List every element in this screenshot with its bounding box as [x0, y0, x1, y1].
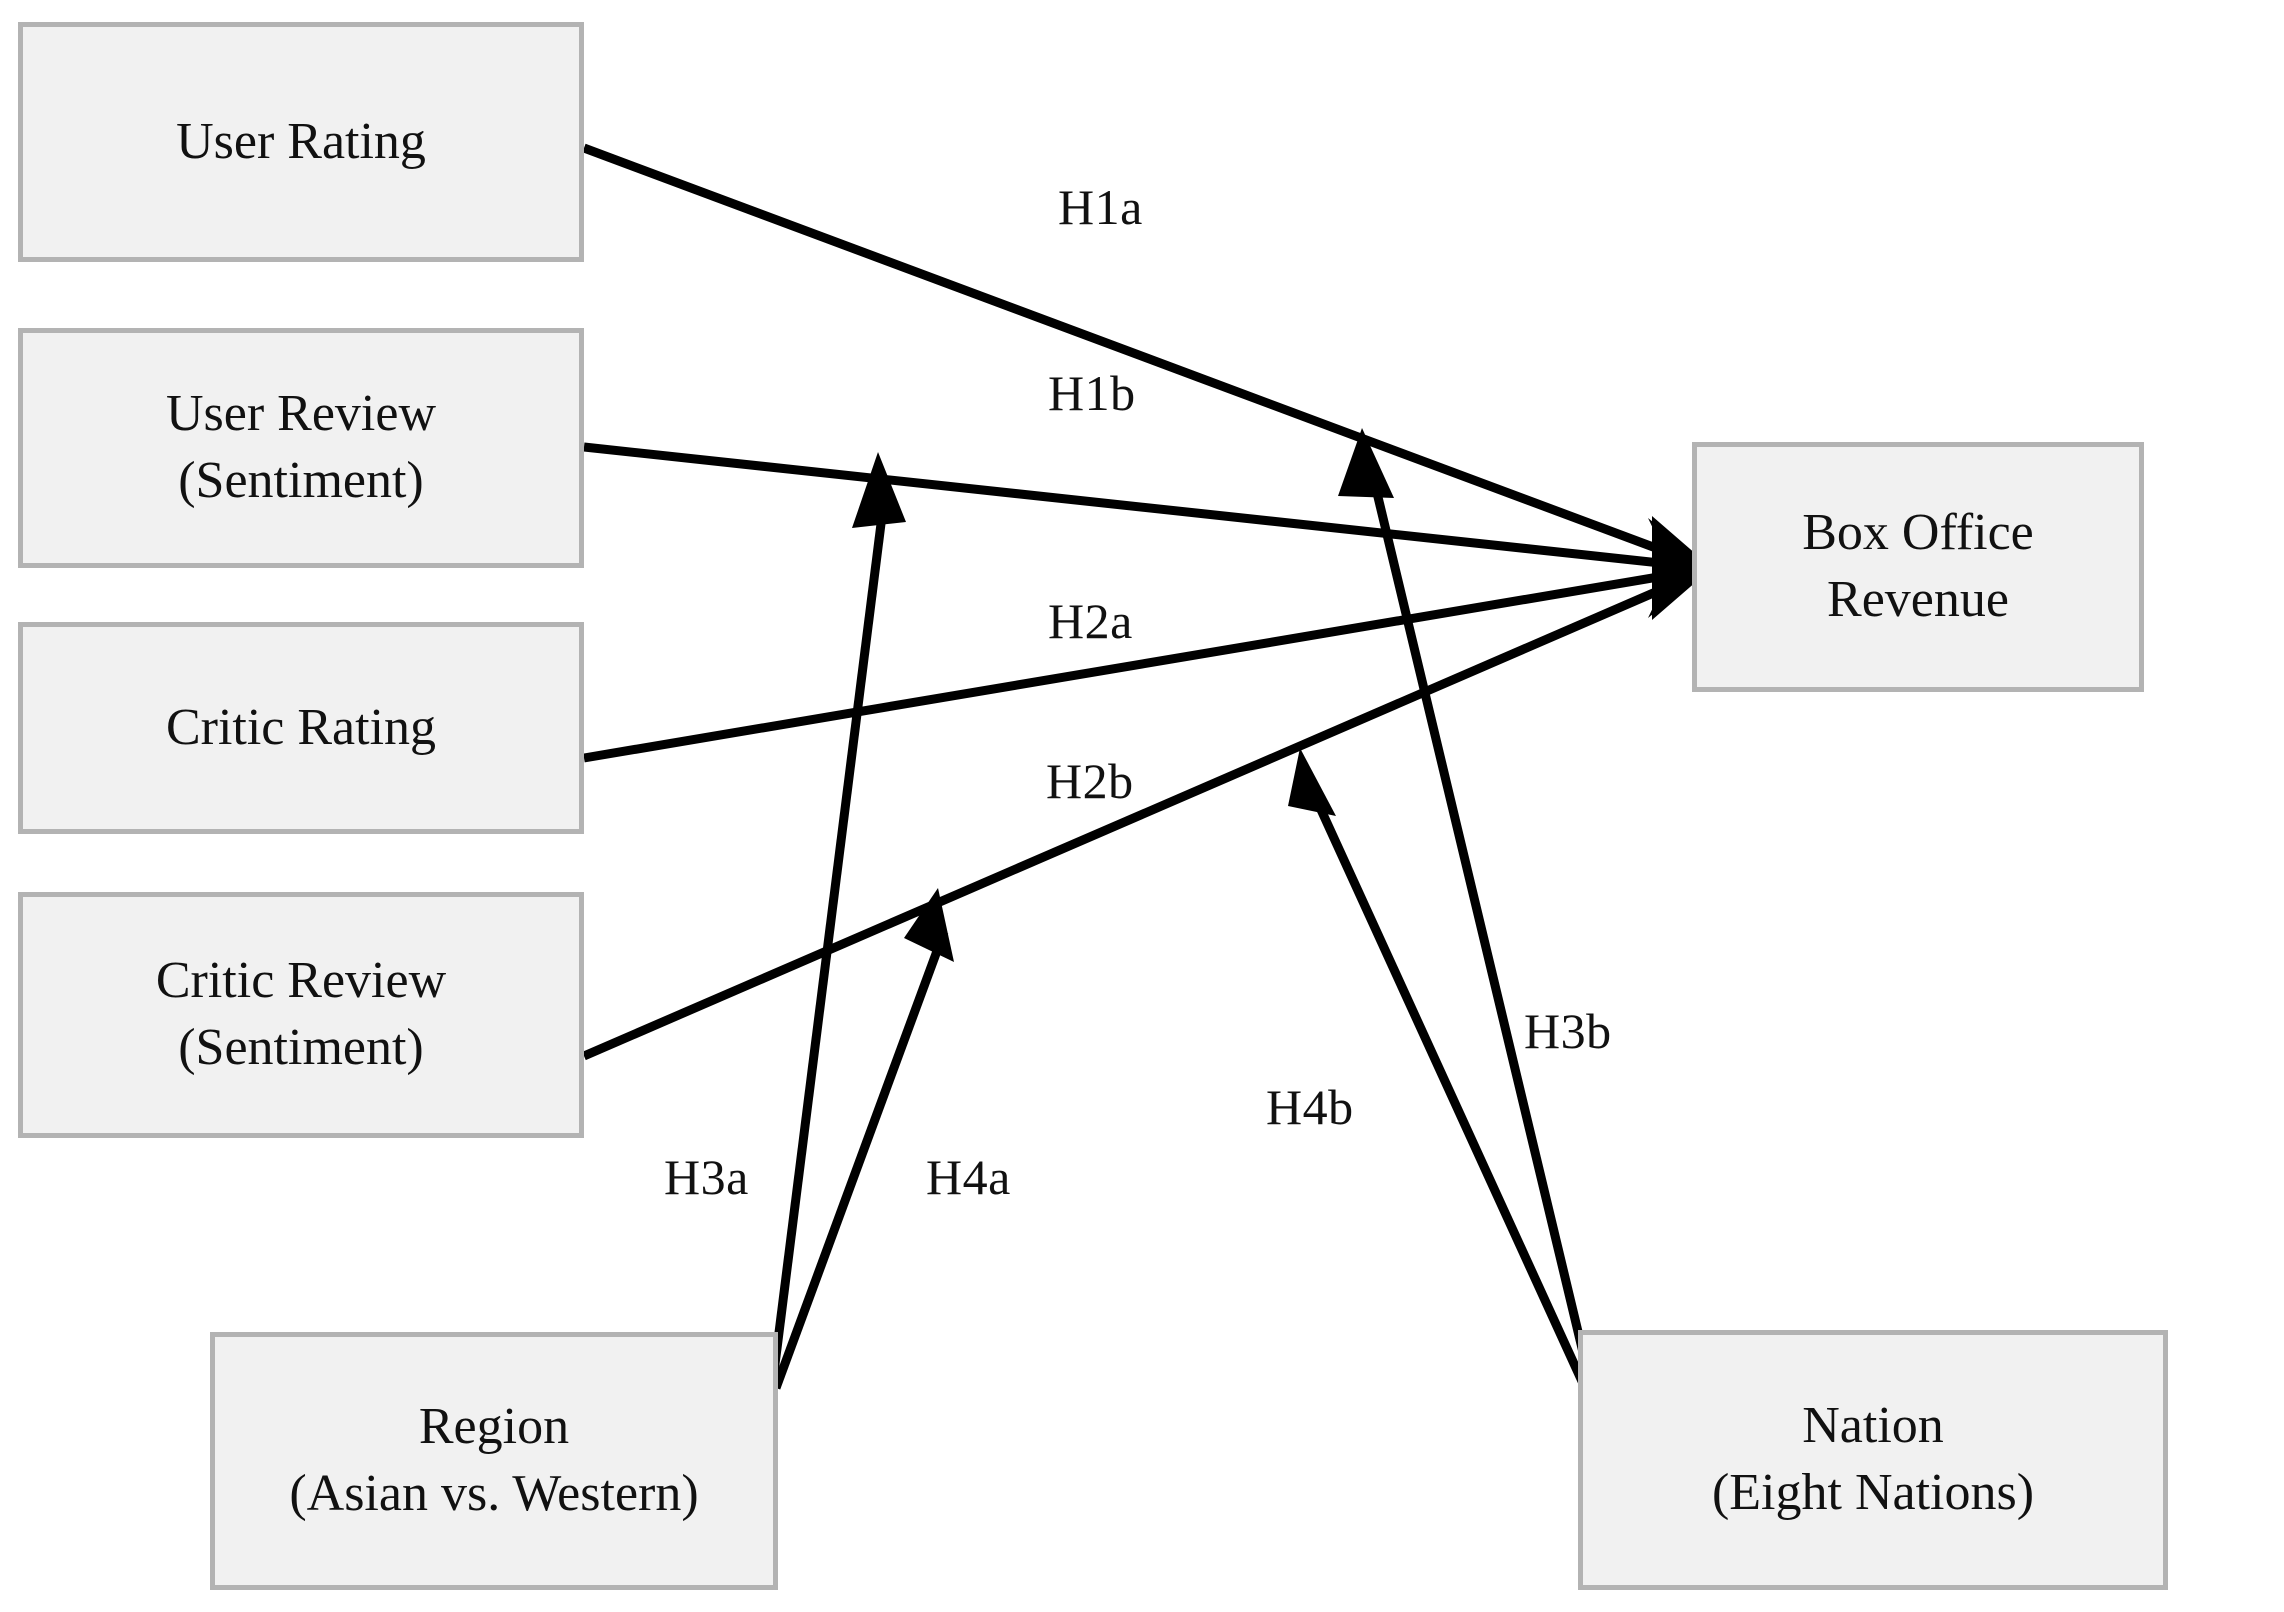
edge-label-h3a: H3a	[664, 1149, 749, 1205]
node-box-office-revenue-label: Box Office Revenue	[1802, 504, 2034, 628]
edge-h2b	[582, 573, 1690, 1061]
node-user-rating-label: User Rating	[176, 112, 426, 170]
node-critic-review: Critic Review (Sentiment)	[18, 892, 584, 1138]
edge-label-h4b: H4b	[1266, 1079, 1354, 1135]
node-box-office-revenue: Box Office Revenue	[1692, 442, 2144, 692]
node-nation-label: Nation (Eight Nations)	[1711, 1397, 2035, 1521]
node-region-label: Region (Asian vs. Western)	[289, 1398, 699, 1522]
node-region: Region (Asian vs. Western)	[210, 1332, 778, 1590]
edge-label-h1a: H1a	[1058, 179, 1143, 235]
node-user-rating: User Rating	[18, 22, 584, 262]
node-nation: Nation (Eight Nations)	[1578, 1330, 2168, 1590]
edge-h1b	[583, 442, 1689, 571]
node-user-review: User Review (Sentiment)	[18, 328, 584, 568]
node-critic-rating-label: Critic Rating	[165, 698, 437, 756]
edge-h3b	[1338, 428, 1597, 1392]
edge-h2a	[583, 567, 1689, 763]
node-critic-rating: Critic Rating	[18, 622, 584, 834]
edge-label-h2a: H2a	[1048, 593, 1133, 649]
edge-h4a	[771, 888, 954, 1390]
edge-label-h2b: H2b	[1046, 753, 1134, 809]
edge-label-h4a: H4a	[926, 1149, 1011, 1205]
edge-label-h1b: H1b	[1048, 365, 1136, 421]
edge-label-h3b: H3b	[1524, 1003, 1612, 1059]
edge-h3a	[767, 452, 906, 1389]
node-critic-review-label: Critic Review (Sentiment)	[155, 952, 447, 1076]
edge-h4b	[1288, 748, 1591, 1392]
node-user-review-label: User Review (Sentiment)	[165, 385, 437, 509]
